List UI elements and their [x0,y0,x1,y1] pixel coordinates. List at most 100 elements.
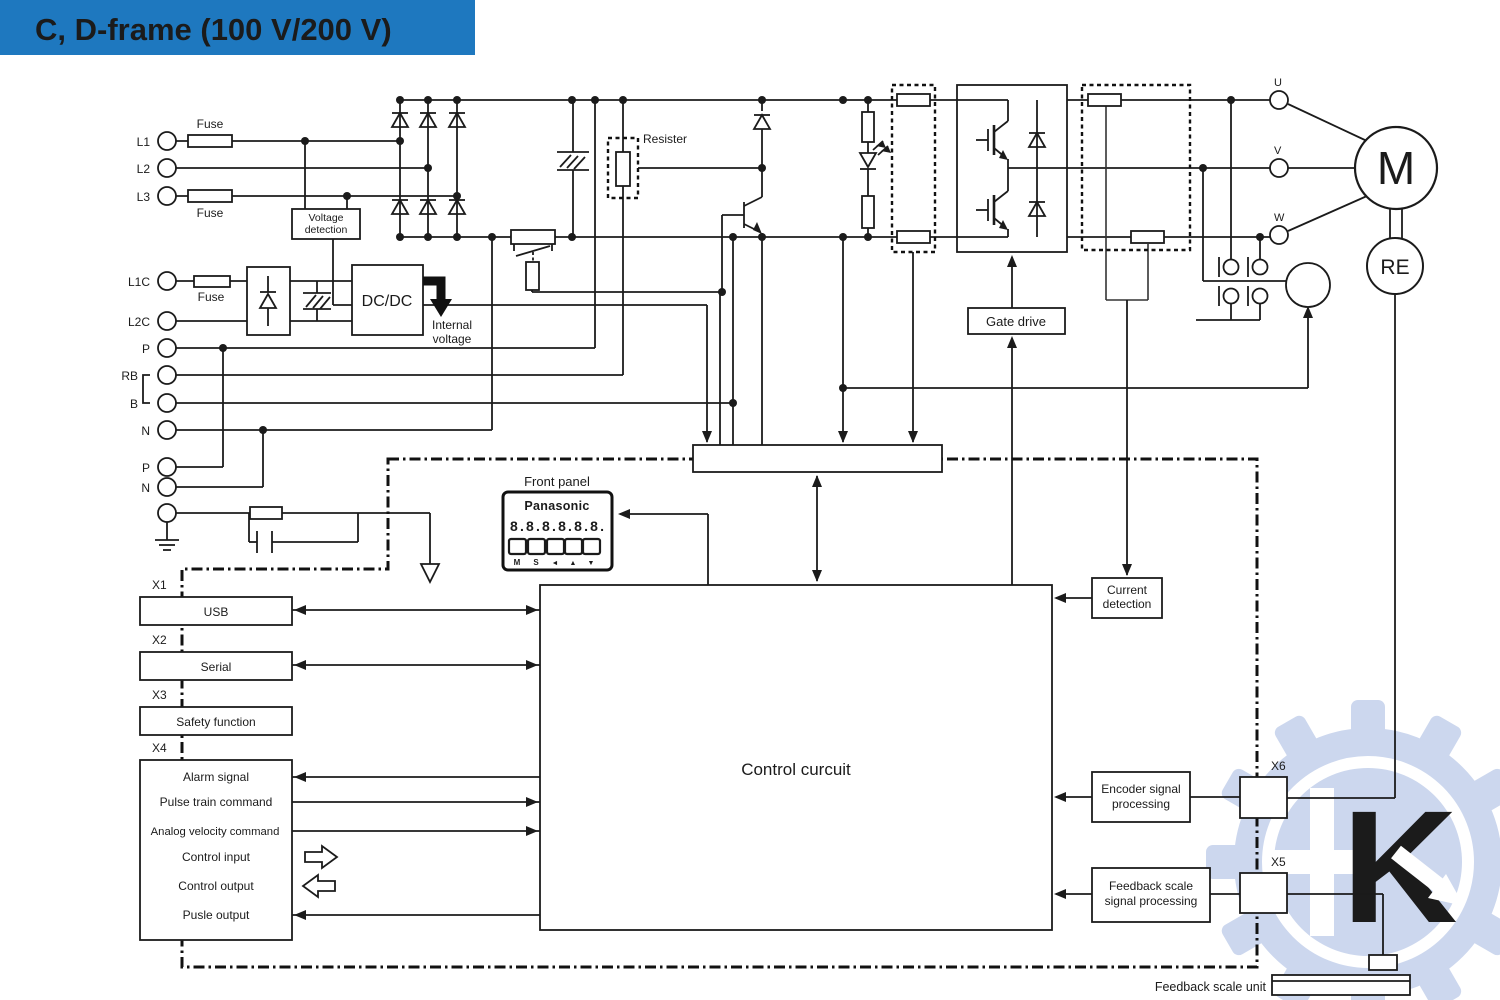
p2-label: P [142,461,150,475]
terminal-n [157,420,177,440]
gate-drive-label: Gate drive [986,314,1046,329]
motor-circle [1353,125,1439,211]
x4-label: X4 [152,741,167,755]
l1-label: L1 [137,135,151,149]
button-down[interactable] [581,537,602,556]
x6-label: X6 [1271,759,1286,773]
encoder-processing-box [1091,771,1191,823]
n-label: N [141,424,150,438]
fuse-l3 [187,189,233,203]
current-detection-label-1: Current [1107,583,1148,597]
inrush-relay-resistor [525,261,540,291]
terminal-p2 [157,457,177,477]
terminal-rb [157,365,177,385]
rotary-encoder-label: RE [1380,256,1409,279]
dcdc-box [351,264,424,336]
dcdc-label: DC/DC [362,293,413,310]
terminal-b [157,393,177,413]
fuse-l3-label: Fuse [197,206,224,220]
fuse-l1c-label: Fuse [198,290,225,304]
terminal-v [1269,158,1289,178]
encoder-processing-label-2: processing [1112,797,1170,811]
connector-x5 [1239,872,1288,914]
front-panel-label: Front panel [524,474,590,489]
safety-function-label: Safety function [176,715,255,729]
rotary-encoder-circle [1366,237,1424,295]
usb-box [139,596,293,626]
v-label: V [1274,145,1282,157]
rb-label: RB [121,369,138,383]
main-rectifier [390,111,467,215]
button-set[interactable] [526,537,547,556]
feedback-scale-unit-label: Feedback scale unit [1155,980,1267,994]
x4-analog-velocity-command: Analog velocity command [151,826,280,838]
b-label: B [130,397,138,411]
x4-control-input: Control input [182,850,251,864]
n2-label: N [141,481,150,495]
watermark-cross-horizontal [1274,850,1374,874]
button-mode[interactable] [507,537,528,556]
terminal-w [1269,225,1289,245]
interface-busbar [692,444,943,473]
terminal-l1c [157,271,177,291]
igbt-module [956,84,1068,253]
x4-pulse-train-command: Pulse train command [160,795,273,809]
feedback-processing-label-2: signal processing [1105,894,1198,908]
regen-resistor [615,151,631,187]
l2c-label: L2C [128,315,150,329]
control-output-arrow-icon [301,873,336,899]
control-circuit-box [539,584,1053,931]
terminal-l3 [157,186,177,206]
brake-relay-coil [1285,262,1331,308]
terminal-p [157,338,177,358]
x5-label: X5 [1271,855,1286,869]
p-label: P [142,342,150,356]
fuse-l1 [187,134,233,148]
feedback-processing-label-1: Feedback scale [1109,879,1193,893]
terminal-u [1269,90,1289,110]
x2-label: X2 [152,633,167,647]
button-up[interactable] [563,537,584,556]
x4-signal-box [139,759,293,941]
button-label-up: ▲ [570,560,577,567]
chassis-ground-icon [419,563,441,585]
resister-dashed-box [606,136,640,200]
terminal-n2 [157,477,177,497]
watermark-letter: K [1342,777,1458,956]
watermark-arrow-icon [1428,874,1464,906]
panasonic-logo: Panasonic [524,499,589,513]
button-label-m: M [514,558,521,567]
terminal-l2 [157,158,177,178]
voltage-detection-label-1: Voltage [308,212,343,224]
junction-dots [219,96,1264,434]
dynamic-brake [1222,258,1331,308]
encoder-processing-label-1: Encoder signal [1101,782,1180,796]
control-board-outline [180,457,1259,969]
terminal-ground [157,503,177,523]
fuse-l1-label: Fuse [197,117,224,131]
voltage-detection-label-2: detection [305,224,348,236]
w-label: W [1274,212,1285,224]
output-shunt-dashed-box [1080,83,1192,252]
button-label-left: ◄ [552,560,559,567]
ground-resistor [249,506,283,520]
dc-shunt-dashed-box [890,83,937,254]
terminals [157,131,177,523]
x3-label: X3 [152,688,167,702]
button-shift[interactable] [545,537,566,556]
control-input-arrow-icon [304,844,339,870]
button-label-down: ▼ [588,560,595,567]
current-detection-box [1091,577,1163,619]
l3-label: L3 [137,190,151,204]
fuse-l1c [193,275,231,288]
page-title: C, D-frame (100 V/200 V) [35,12,392,47]
motor-label: M [1377,142,1415,194]
serial-box [139,651,293,681]
internal-voltage-arrow [423,276,446,300]
regen-circuit [615,113,772,187]
x4-pusle-output: Pusle output [183,908,250,922]
u-label: U [1274,77,1282,89]
feedback-scale-unit-box [1271,974,1411,996]
